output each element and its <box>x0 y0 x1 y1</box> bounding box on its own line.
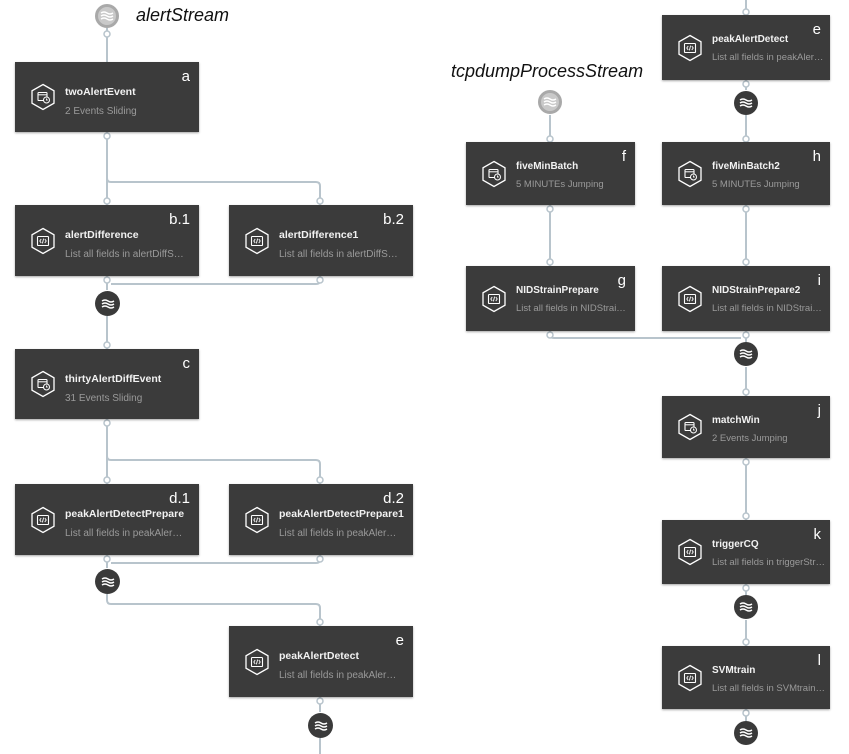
node-name: fiveMinBatch2 <box>712 161 780 172</box>
node-tag: j <box>817 402 821 419</box>
node-name: peakAlertDetectPrepare <box>65 508 185 520</box>
node-fiveMinBatch2[interactable]: h fiveMinBatch2 5 MINUTEs Jumping <box>662 142 830 205</box>
code-icon <box>29 227 57 255</box>
code-icon <box>243 227 271 255</box>
node-NIDStrainPrepare2[interactable]: i NIDStrainPrepare2 List all fields in N… <box>662 266 830 331</box>
stream-icon[interactable] <box>734 91 758 115</box>
node-tag: k <box>813 526 822 543</box>
node-subtitle: List all fields in alertDiffS… <box>279 249 398 260</box>
node-subtitle: List all fields in peakAler… <box>279 670 397 681</box>
node-peakAlertDetect[interactable]: e peakAlertDetect List all fields in pea… <box>662 15 830 80</box>
node-twoAlertEvent[interactable]: a twoAlertEvent 2 Events Sliding <box>15 62 199 132</box>
node-name: NIDStrainPrepare2 <box>712 285 801 296</box>
node-name: NIDStrainPrepare <box>516 285 599 296</box>
node-thirtyAlertDiffEvent[interactable]: c thirtyAlertDiffEvent 31 Events Sliding <box>15 349 199 419</box>
node-tag: l <box>817 652 821 669</box>
code-icon <box>676 664 704 692</box>
window-icon <box>480 160 508 188</box>
node-name: fiveMinBatch <box>516 161 579 172</box>
window-icon <box>29 370 57 398</box>
node-tag: f <box>621 148 626 165</box>
node-triggerCQ[interactable]: k triggerCQ List all fields in triggerSt… <box>662 520 830 584</box>
window-icon <box>676 413 704 441</box>
node-name: peakAlertDetect <box>712 34 789 45</box>
window-icon <box>29 83 57 111</box>
node-tag: a <box>181 68 190 85</box>
node-subtitle: List all fields in alertDiffS… <box>65 249 184 260</box>
node-subtitle: List all fields in NIDStrai… <box>712 303 822 314</box>
window-icon <box>676 160 704 188</box>
stream-icon[interactable] <box>734 721 758 745</box>
stream-icon[interactable] <box>95 569 120 594</box>
node-alertDifference[interactable]: b.1 alertDifference List all fields in a… <box>15 205 199 276</box>
node-subtitle: List all fields in peakAler… <box>279 528 397 539</box>
node-subtitle: List all fields in SVMtrain… <box>712 683 825 694</box>
node-alertDifference1[interactable]: b.2 alertDifference1 List all fields in … <box>229 205 413 276</box>
node-name: twoAlertEvent <box>65 86 136 98</box>
node-SVMtrain[interactable]: l SVMtrain List all fields in SVMtrain… <box>662 646 830 709</box>
node-peakAlertDetect[interactable]: e peakAlertDetect List all fields in pea… <box>229 626 413 697</box>
node-name: matchWin <box>712 415 760 426</box>
node-subtitle: 2 Events Jumping <box>712 433 788 444</box>
node-tag: b.1 <box>169 211 190 228</box>
tcpdump-stream-source-icon[interactable] <box>538 90 562 114</box>
node-subtitle: 31 Events Sliding <box>65 393 143 404</box>
node-tag: i <box>817 272 821 289</box>
node-tag: e <box>395 632 404 649</box>
code-icon <box>480 285 508 313</box>
code-icon <box>243 506 271 534</box>
node-name: alertDifference1 <box>279 229 359 241</box>
node-subtitle: List all fields in triggerStr… <box>712 557 825 568</box>
node-name: SVMtrain <box>712 665 756 676</box>
node-name: peakAlertDetect <box>279 650 359 662</box>
node-tag: b.2 <box>383 211 404 228</box>
node-tag: c <box>182 355 191 372</box>
node-tag: h <box>812 148 821 165</box>
node-fiveMinBatch[interactable]: f fiveMinBatch 5 MINUTEs Jumping <box>466 142 635 205</box>
node-tag: d.1 <box>169 490 190 507</box>
code-icon <box>676 538 704 566</box>
node-subtitle: List all fields in peakAler… <box>65 528 183 539</box>
node-name: peakAlertDetectPrepare1 <box>279 508 404 520</box>
node-subtitle: 2 Events Sliding <box>65 106 137 117</box>
node-peakAlertDetectPrepare1[interactable]: d.2 peakAlertDetectPrepare1 List all fie… <box>229 484 413 555</box>
code-icon <box>676 34 704 62</box>
node-peakAlertDetectPrepare[interactable]: d.1 peakAlertDetectPrepare List all fiel… <box>15 484 199 555</box>
node-tag: g <box>617 272 626 289</box>
stream-icon[interactable] <box>734 595 758 619</box>
node-name: alertDifference <box>65 229 139 241</box>
code-icon <box>29 506 57 534</box>
code-icon <box>243 648 271 676</box>
node-subtitle: 5 MINUTEs Jumping <box>516 179 604 190</box>
stream-icon[interactable] <box>308 713 333 738</box>
stream-icon[interactable] <box>95 291 120 316</box>
node-NIDStrainPrepare[interactable]: g NIDStrainPrepare List all fields in NI… <box>466 266 635 331</box>
node-subtitle: List all fields in NIDStrai… <box>516 303 626 314</box>
code-icon <box>676 285 704 313</box>
node-subtitle: List all fields in peakAler… <box>712 52 824 63</box>
node-name: triggerCQ <box>712 539 759 550</box>
node-tag: d.2 <box>383 490 404 507</box>
node-matchWin[interactable]: j matchWin 2 Events Jumping <box>662 396 830 458</box>
node-subtitle: 5 MINUTEs Jumping <box>712 179 800 190</box>
alert-stream-title: alertStream <box>136 5 230 25</box>
stream-icon[interactable] <box>734 342 758 366</box>
tcpdump-stream-title: tcpdumpProcessStream <box>451 61 644 81</box>
node-tag: e <box>812 21 821 38</box>
node-name: thirtyAlertDiffEvent <box>65 373 162 385</box>
alert-stream-source-icon[interactable] <box>95 4 119 28</box>
